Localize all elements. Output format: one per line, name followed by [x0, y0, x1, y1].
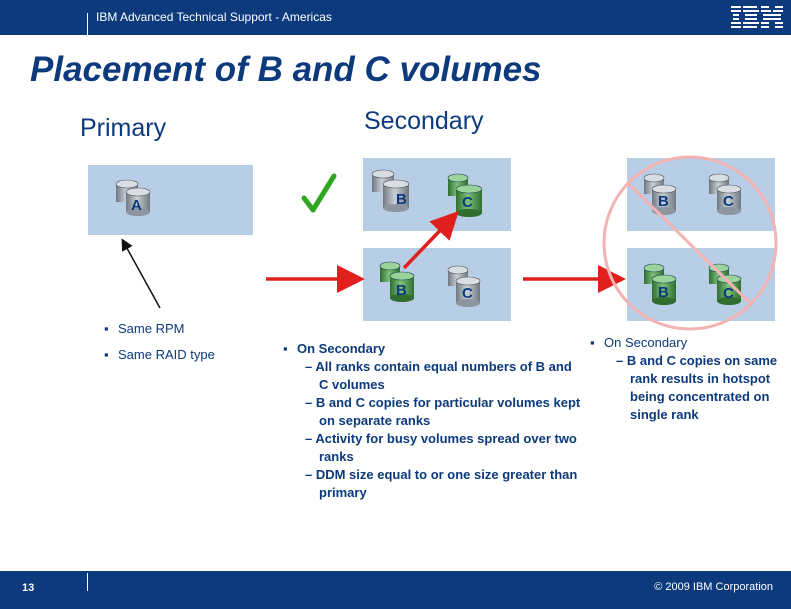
cylinder-c-top-right-icon — [708, 173, 742, 215]
header-divider — [87, 13, 88, 35]
middle-bullet-list: On Secondary – All ranks contain equal n… — [283, 340, 583, 502]
secondary-bottom-panel-2 — [627, 248, 775, 321]
primary-panel — [88, 165, 253, 235]
secondary-label: Secondary — [364, 107, 484, 135]
volume-b-top-right-label: B — [658, 193, 669, 210]
volume-b-bottom-left-label: B — [396, 282, 407, 299]
left-bullet-list: Same RPM Same RAID type — [104, 320, 274, 364]
volume-c-bottom-right-label: C — [723, 285, 734, 302]
cylinder-a-icon — [115, 179, 151, 216]
cylinder-b-bottom-left-icon — [379, 261, 415, 302]
ibm-logo-icon — [731, 6, 783, 28]
middle-bullet-item: – Activity for busy volumes spread over … — [305, 431, 577, 464]
cylinder-b-top-left-icon — [371, 169, 410, 212]
right-bullet-heading: On Secondary — [590, 334, 785, 352]
header-title: IBM Advanced Technical Support - America… — [96, 10, 332, 24]
volume-c-top-right-label: C — [723, 193, 734, 210]
right-bullet-item: – B and C copies on same rank results in… — [616, 353, 778, 422]
volume-b-bottom-right-label: B — [658, 284, 669, 301]
volume-c-top-left-label: C — [462, 194, 473, 211]
secondary-top-panel-2 — [627, 158, 775, 231]
middle-bullet-item: – B and C copies for particular volumes … — [305, 395, 581, 428]
prohibition-icon — [602, 155, 778, 331]
slide-title: Placement of B and C volumes — [30, 50, 542, 89]
volume-a-label: A — [131, 197, 142, 214]
left-bullet-item: Same RAID type — [104, 346, 274, 364]
cylinder-c-top-left-icon — [447, 173, 483, 217]
middle-bullet-item: – All ranks contain equal numbers of B a… — [305, 359, 572, 392]
footer-bar: 13 © 2009 IBM Corporation — [0, 571, 791, 609]
cylinder-c-bottom-left-icon — [447, 265, 481, 307]
checkmark-icon — [301, 173, 337, 213]
copyright-text: © 2009 IBM Corporation — [654, 581, 773, 593]
right-bullet-list: On Secondary – B and C copies on same ra… — [590, 334, 785, 424]
footer-divider — [87, 573, 88, 591]
left-bullet-item: Same RPM — [104, 320, 274, 338]
header-bar: IBM Advanced Technical Support - America… — [0, 0, 791, 35]
volume-c-bottom-left-label: C — [462, 285, 473, 302]
page-number: 13 — [22, 582, 35, 594]
middle-bullet-heading: On Secondary — [283, 340, 583, 358]
cylinder-b-bottom-right-icon — [643, 263, 677, 305]
middle-bullet-item: – DDM size equal to or one size greater … — [305, 467, 578, 500]
primary-arrow-icon — [121, 238, 161, 309]
volume-b-top-left-label: B — [396, 191, 407, 208]
diagonal-arrow-icon — [402, 210, 459, 270]
primary-label: Primary — [80, 114, 167, 142]
secondary-bottom-panel-1 — [363, 248, 511, 321]
